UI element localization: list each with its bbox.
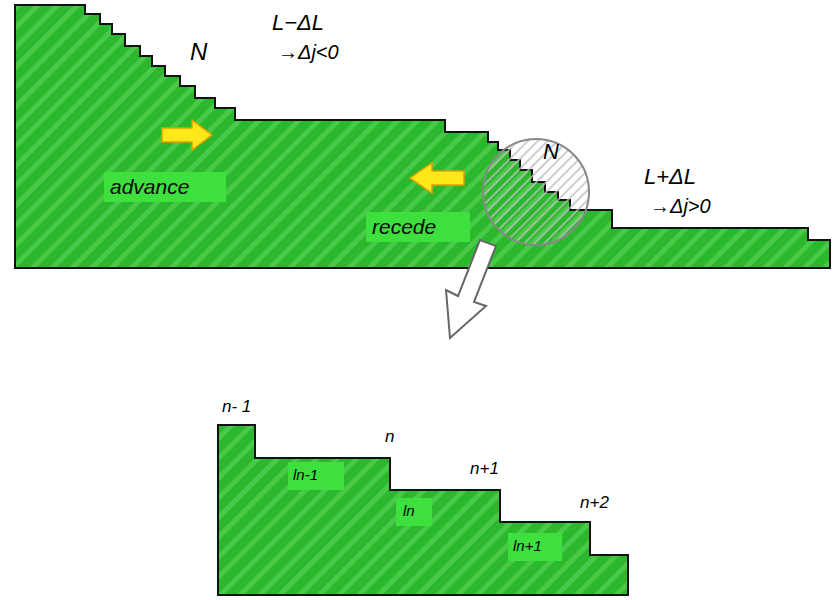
terrace-width: ln-1 — [293, 467, 318, 482]
step-index: n+1 — [470, 460, 499, 477]
step-index: n- 1 — [222, 398, 251, 415]
step-index: n — [385, 428, 394, 445]
advance-label: advance — [110, 176, 189, 197]
recede-label: recede — [372, 216, 436, 237]
circle-outline — [481, 137, 591, 247]
length-label: L−ΔL — [272, 12, 324, 34]
current-label: →Δj<0 — [278, 42, 339, 62]
length-label: L+ΔL — [644, 166, 696, 188]
step-count: N — [190, 40, 207, 64]
node-text: N — [543, 141, 559, 163]
terrace-width: ln+1 — [513, 538, 542, 553]
current-label: →Δj>0 — [650, 196, 711, 216]
step-index: n+2 — [580, 494, 609, 511]
terrace-width: ln — [403, 503, 415, 518]
magnifier-circle: N — [481, 137, 591, 247]
